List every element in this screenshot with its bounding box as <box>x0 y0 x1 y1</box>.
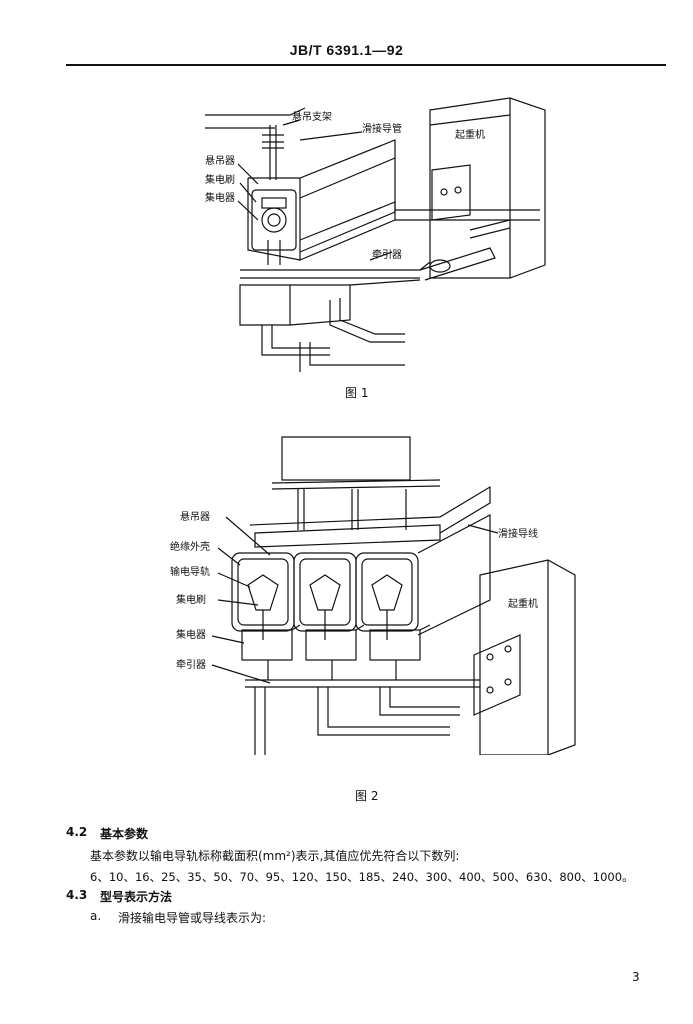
fig1-label-crane: 起重机 <box>455 128 485 141</box>
fig2-label-carbon-brush: 集电刷 <box>176 593 206 606</box>
fig1-label-suspender: 悬吊器 <box>205 155 235 167</box>
fig2-label-insulating-shell: 绝缘外壳 <box>170 540 210 553</box>
figure-2-caption: 图 2 <box>355 789 379 803</box>
fig1-label-collector: 集电器 <box>205 191 235 204</box>
fig2-label-tractor: 牵引器 <box>176 659 206 671</box>
fig2-label-crane: 起重机 <box>508 597 538 610</box>
section-4-3-item-a-text: 滑接输电导管或导线表示为: <box>118 911 267 925</box>
section-4-3-number: 4.3 <box>66 888 88 902</box>
section-4-2-series: 6、10、16、25、35、50、70、95、120、150、185、240、3… <box>90 870 634 884</box>
page-number: 3 <box>632 970 640 984</box>
figure-2-drawing: 悬吊器 滑接导线 绝缘外壳 输电导轨 集电刷 集电器 牵引器 起重机 <box>170 436 576 755</box>
header-rule <box>66 64 666 66</box>
fig1-label-tractor: 牵引器 <box>372 249 402 261</box>
section-4-2-number: 4.2 <box>66 825 88 839</box>
fig2-label-sliding-conductor-wire: 滑接导线 <box>498 527 538 540</box>
section-4-3-title: 型号表示方法 <box>100 890 173 904</box>
fig1-label-carbon-brush: 集电刷 <box>205 173 235 186</box>
section-4-2-text: 基本参数以输电导轨标称截面积(mm²)表示,其值应优先符合以下数列: <box>90 849 460 863</box>
fig2-label-collector: 集电器 <box>176 628 206 641</box>
section-4-2-title: 基本参数 <box>100 827 149 841</box>
section-4-3-item-a-marker: a. <box>90 909 102 923</box>
standard-number-header: JB/T 6391.1—92 <box>289 42 404 58</box>
fig1-label-suspension-bracket: 悬吊支架 <box>292 111 332 123</box>
figure-1-drawing: 悬吊支架 滑接导管 起重机 悬吊器 集电刷 集电器 牵引器 <box>205 97 546 372</box>
fig2-label-suspender: 悬吊器 <box>180 511 210 523</box>
fig1-label-sliding-conductor-tube: 滑接导管 <box>362 122 402 135</box>
figure-1-caption: 图 1 <box>345 386 369 400</box>
fig2-label-conductor-rail: 输电导轨 <box>170 565 210 578</box>
